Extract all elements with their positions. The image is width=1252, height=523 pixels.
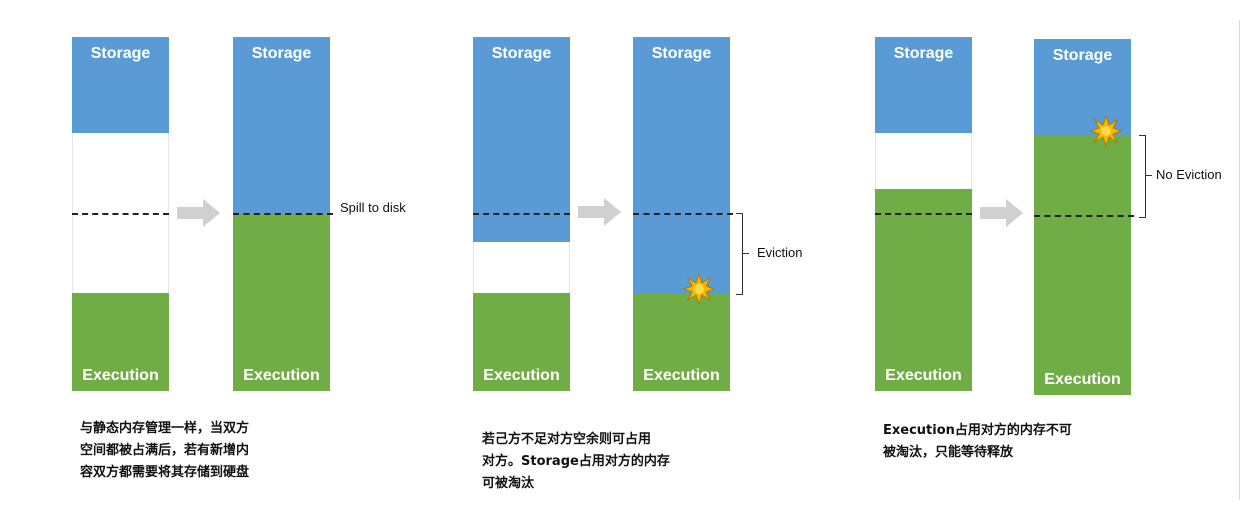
spill-to-disk-label: Spill to disk (340, 200, 406, 215)
execution-label: Execution (243, 367, 320, 384)
boundary-line-5 (875, 213, 972, 215)
storage-region (875, 37, 972, 133)
eviction-bracket (736, 213, 743, 295)
boundary-line-3 (473, 213, 570, 215)
transition-arrow-icon (980, 199, 1023, 227)
caption-line: 空间都被占满后，若有新增内 (80, 443, 250, 458)
execution-label: Execution (1044, 371, 1121, 388)
storage-label: Storage (1052, 47, 1113, 64)
storage-region (473, 37, 570, 242)
storage-region (633, 37, 730, 293)
storage-label: Storage (491, 45, 552, 62)
transition-arrow-icon (578, 198, 621, 226)
no-eviction-bracket-tick (1146, 175, 1152, 176)
execution-label: Execution (483, 367, 560, 384)
caption-line: 被淘汰，只能等待释放 (883, 445, 1014, 460)
caption-borrowing: 若己方不足对方空余则可占用 对方。Storage占用对方的内存 可被淘汰 (482, 429, 670, 495)
caption-execution-no-eviction: Execution占用对方的内存不可 被淘汰，只能等待释放 (883, 420, 1072, 464)
storage-region (1034, 39, 1131, 135)
storage-label: Storage (90, 45, 151, 62)
execution-region (1034, 135, 1131, 395)
execution-region (875, 189, 972, 391)
caption-line: 若己方不足对方空余则可占用 (482, 432, 652, 447)
execution-region (72, 293, 169, 391)
boundary-line-1 (72, 213, 169, 215)
execution-region (233, 214, 330, 391)
memory-column-5: Storage Execution (875, 37, 972, 391)
execution-label: Execution (885, 367, 962, 384)
collision-burst-icon (683, 273, 715, 305)
caption-line: 可被淘汰 (482, 476, 535, 491)
no-eviction-bracket (1139, 135, 1146, 218)
caption-line: 与静态内存管理一样，当双方 (80, 421, 250, 436)
eviction-label: Eviction (757, 245, 803, 260)
storage-label: Storage (251, 45, 312, 62)
eviction-bracket-tick (743, 253, 749, 254)
caption-line: 对方。Storage占用对方的内存 (482, 454, 670, 469)
execution-label: Execution (643, 367, 720, 384)
caption-static-management: 与静态内存管理一样，当双方 空间都被占满后，若有新增内 容双方都需要将其存储到硬… (80, 418, 249, 484)
storage-label: Storage (651, 45, 712, 62)
boundary-line-6 (1034, 215, 1134, 217)
execution-region (633, 293, 730, 391)
storage-label: Storage (893, 45, 954, 62)
execution-region (473, 293, 570, 391)
storage-region (72, 37, 169, 133)
transition-arrow-icon (177, 199, 220, 227)
right-edge-divider (1239, 20, 1240, 500)
memory-column-6: Storage Execution (1034, 39, 1131, 395)
caption-line: Execution占用对方的内存不可 (883, 423, 1072, 438)
storage-region (233, 37, 330, 214)
execution-label: Execution (82, 367, 159, 384)
boundary-line-2 (233, 213, 333, 215)
caption-line: 容双方都需要将其存储到硬盘 (80, 465, 250, 480)
no-eviction-label: No Eviction (1156, 167, 1222, 182)
boundary-line-4 (633, 213, 733, 215)
collision-burst-icon (1090, 115, 1122, 147)
